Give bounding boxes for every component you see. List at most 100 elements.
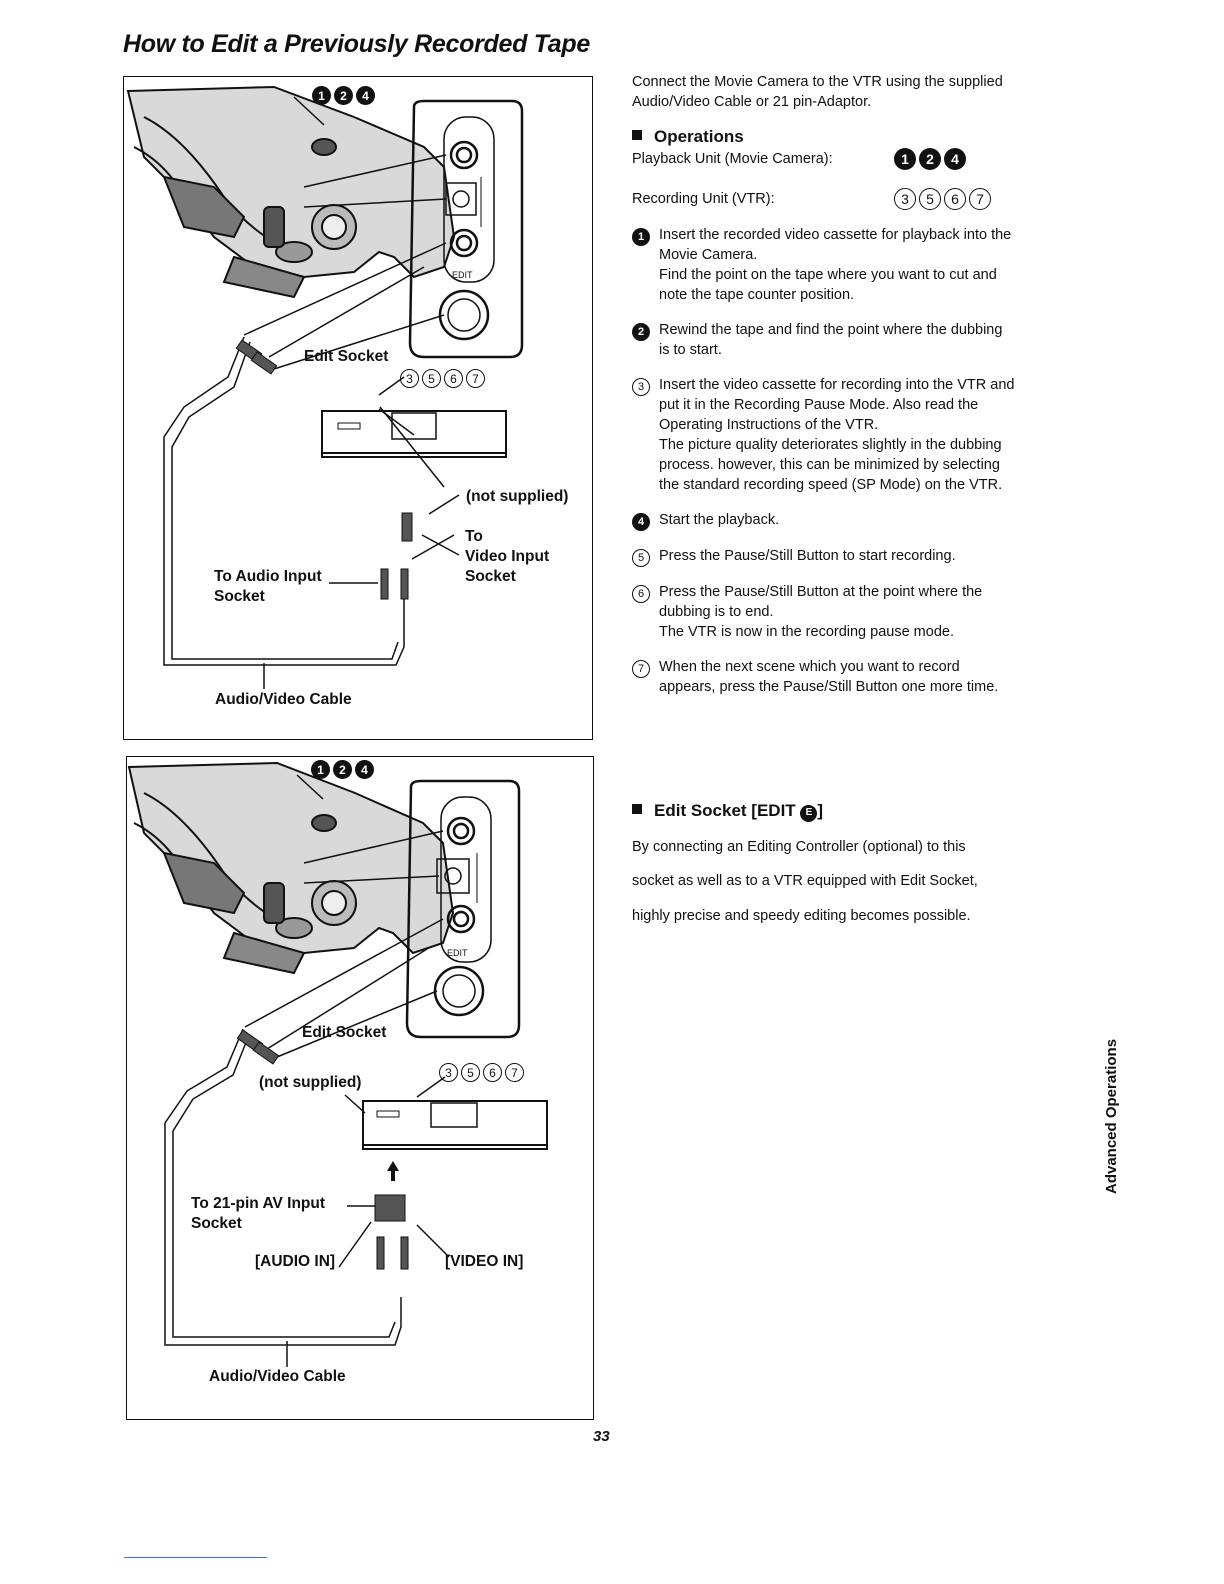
fig2-vtr-badges: 3 5 6 7 [439,1063,524,1082]
edit-socket-label: Edit Socket [304,348,389,365]
plug-illustrations [235,339,413,600]
step-text: Insert the video cassette for recording … [659,377,1015,393]
cable-label: Audio/Video Cable [209,1368,346,1385]
recording-unit-row: Recording Unit (VTR): 3 5 6 7 [632,188,1092,210]
connection-lines [163,96,460,689]
to-video-label-2: Video Input [465,548,550,565]
instructions-column: Connect the Movie Camera to the VTR usin… [632,72,1092,697]
step-badge: 5 [919,188,941,210]
square-bullet-icon [632,804,642,814]
step-text: When the next scene which you want to re… [659,659,960,675]
step-number-badge: 2 [632,323,650,341]
fig1-playback-badges: 1 2 4 [312,86,375,105]
vtr-unit [321,410,507,458]
intro-line: Audio/Video Cable or 21 pin-Adaptor. [632,94,872,110]
step-text: is to start. [659,342,722,358]
step-badge: 1 [894,148,916,170]
figure-21pin-connection: 1 2 4 3 5 6 7 EDIT Edit Socket (not supp… [126,756,594,1420]
step-number-badge: 3 [632,378,650,396]
step-badge: 5 [461,1063,480,1082]
video-in-label: [VIDEO IN] [445,1253,524,1270]
operations-heading: Operations [632,126,1092,148]
page-number: 33 [593,1428,610,1445]
to-audio-label-2: Socket [214,588,265,605]
edit-socket-text: socket as well as to a VTR equipped with… [632,873,978,889]
to-21pin-label-2: Socket [191,1215,242,1232]
vtr-unit [362,1100,548,1150]
step-badge: 4 [356,86,375,105]
to-audio-label-1: To Audio Input [214,568,322,585]
cable-label: Audio/Video Cable [215,691,352,708]
step-number-badge: 4 [632,513,650,531]
not-supplied-label: (not supplied) [259,1074,362,1091]
step-badge: 2 [334,86,353,105]
step-text: Insert the recorded video cassette for p… [659,227,1012,243]
recording-badges: 3 5 6 7 [894,188,991,210]
step-text: the standard recording speed (SP Mode) o… [659,477,1003,493]
step-badge: 3 [439,1063,458,1082]
step-text: Operating Instructions of the VTR. [659,417,879,433]
edit-socket-text: By connecting an Editing Controller (opt… [632,838,966,855]
step-7: 7 When the next scene which you want to … [632,657,1092,697]
to-21pin-label-1: To 21-pin AV Input [191,1195,326,1212]
step-text: Movie Camera. [659,247,758,263]
step-3: 3 Insert the video cassette for recordin… [632,375,1092,495]
step-5: 5 Press the Pause/Still Button to start … [632,546,1092,567]
step-badge: 4 [944,148,966,170]
playback-unit-label: Playback Unit (Movie Camera): [632,151,833,167]
step-badge: 3 [400,369,419,388]
step-badge: 4 [355,760,374,779]
step-number-badge: 6 [632,585,650,603]
step-text: Find the point on the tape where you wan… [659,267,997,283]
up-arrow [387,1161,399,1181]
socket-panel [405,779,521,1039]
step-badge: 7 [505,1063,524,1082]
footer-rule [124,1557,267,1558]
recording-unit-label: Recording Unit (VTR): [632,191,775,207]
step-badge: 7 [969,188,991,210]
edit-socket-label: Edit Socket [302,1024,387,1041]
step-4: 4 Start the playback. [632,510,1092,531]
playback-badges: 1 2 4 [894,148,966,170]
camera-illustration [127,761,455,975]
step-badge: 7 [466,369,485,388]
socket-edit-mark: EDIT [447,948,468,958]
step-2: 2 Rewind the tape and find the point whe… [632,320,1092,360]
socket-edit-mark: EDIT [452,270,473,280]
connection-lines [164,774,450,1367]
step-badge: 5 [422,369,441,388]
step-badge: 1 [311,760,330,779]
step-badge: 6 [444,369,463,388]
step-badge: 6 [483,1063,502,1082]
step-badge: 1 [312,86,331,105]
step-badge: 2 [333,760,352,779]
intro-line: Connect the Movie Camera to the VTR usin… [632,74,1003,90]
step-number-badge: 7 [632,660,650,678]
step-badge: 3 [894,188,916,210]
step-text: Press the Pause/Still Button to start re… [659,548,956,564]
not-supplied-label: (not supplied) [466,488,569,505]
page-title: How to Edit a Previously Recorded Tape [123,30,590,58]
step-text: The picture quality deteriorates slightl… [659,437,1002,453]
fig1-vtr-badges: 3 5 6 7 [400,369,485,388]
square-bullet-icon [632,130,642,140]
step-text: Rewind the tape and find the point where… [659,322,1003,338]
figure-av-cable-connection: 1 2 4 3 5 6 7 EDIT Edit Socket (not supp… [123,76,593,740]
step-6: 6 Press the Pause/Still Button at the po… [632,582,1092,642]
audio-in-label: [AUDIO IN] [255,1253,336,1270]
camera-illustration [126,85,456,299]
step-text: Start the playback. [659,512,780,528]
step-text: The VTR is now in the recording pause mo… [659,624,954,640]
step-1: 1 Insert the recorded video cassette for… [632,225,1092,305]
step-text: appears, press the Pause/Still Button on… [659,679,999,695]
edit-socket-heading: Edit Socket [EDIT E] [632,800,1062,822]
to-video-label-1: To [465,528,483,545]
step-text: put it in the Recording Pause Mode. Also… [659,397,979,413]
to-video-label-3: Socket [465,568,516,585]
edit-socket-section: Edit Socket [EDIT E] By connecting an Ed… [632,800,1062,940]
camera-vtr-diagram [126,85,524,689]
camera-vtr-21pin-diagram [127,761,548,1367]
fig2-playback-badges: 1 2 4 [311,760,374,779]
step-number-badge: 5 [632,549,650,567]
step-text: process. however, this can be minimized … [659,457,1000,473]
